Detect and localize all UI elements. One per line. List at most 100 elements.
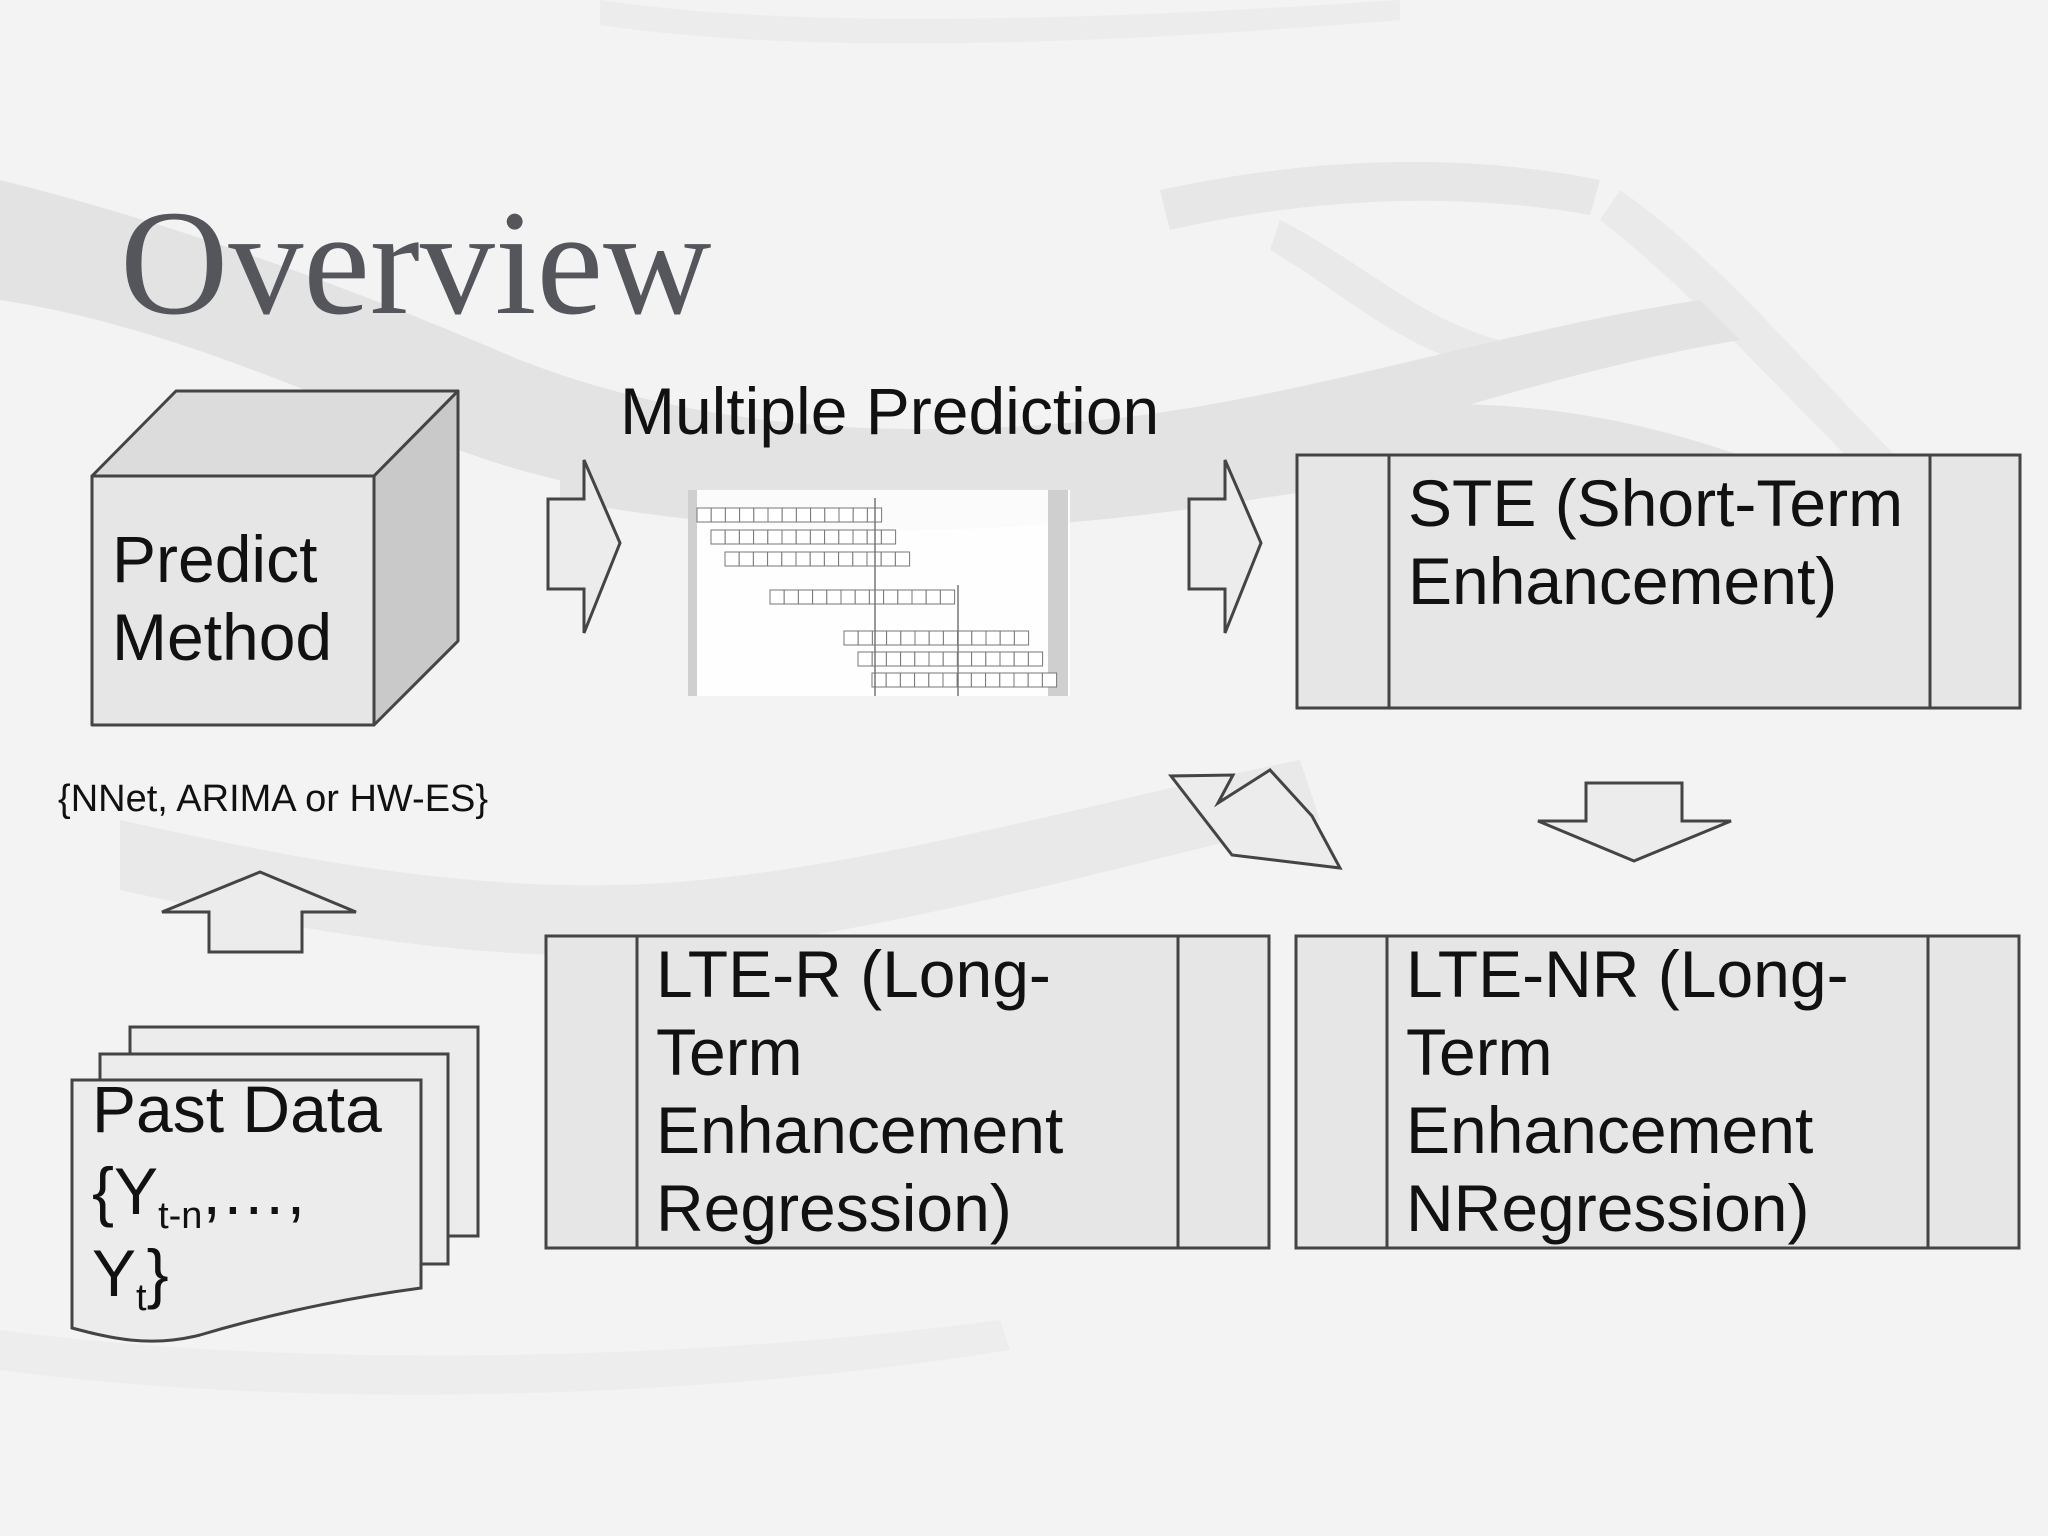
lte-nr-label: LTE-NR (Long-Term Enhancement NRegressio… <box>1406 937 1849 1245</box>
thumbnail-cell <box>956 672 972 688</box>
thumbnail-cell <box>795 507 812 523</box>
thumbnail-cell <box>871 672 887 688</box>
thumbnail-left-bar <box>688 490 697 696</box>
past-data-close: } <box>146 1236 169 1310</box>
thumbnail-grid <box>696 507 1058 688</box>
lte-nr-box <box>1294 934 2021 1250</box>
thumbnail-cell <box>1013 630 1030 646</box>
thumbnail-cell <box>781 507 797 523</box>
thumbnail-cell <box>838 529 854 545</box>
thumbnail-cell <box>781 551 797 567</box>
thumbnail-cell <box>928 651 944 667</box>
past-data-title: Past Data <box>92 1072 382 1146</box>
thumbnail-cell <box>883 589 899 605</box>
thumbnail-cell <box>942 651 958 667</box>
thumbnail-cell <box>767 507 783 523</box>
thumbnail-cell <box>880 551 896 567</box>
methods-note: {NNet, ARIMA or HW-ES} <box>58 778 489 820</box>
thumbnail-cell <box>985 672 1001 688</box>
predict-method-cube <box>90 389 460 727</box>
thumbnail-cell <box>914 651 930 667</box>
thumbnail-cell <box>897 589 913 605</box>
ste-box-frame <box>1295 453 2022 710</box>
thumbnail-cell <box>753 507 769 523</box>
past-data-subscript-1: t-n <box>158 1195 203 1237</box>
predict-method-line-1: Predict <box>112 522 318 596</box>
thumbnail-cell <box>928 630 944 646</box>
multiple-prediction-thumbnail <box>688 490 1070 696</box>
thumbnail-cell <box>809 551 825 567</box>
thumbnail-cell <box>985 630 1001 646</box>
thumbnail-cell <box>840 589 856 605</box>
thumbnail-cell <box>925 589 941 605</box>
thumbnail-cell <box>956 651 973 667</box>
arrow-up-past-data-to-method <box>161 870 357 954</box>
thumbnail-cell <box>854 589 870 605</box>
thumbnail-cell <box>1027 672 1043 688</box>
lte-r-label: LTE-R (Long-Term Enhancement Regression) <box>656 937 1064 1245</box>
thumbnail-cell <box>824 529 840 545</box>
lte-r-box-frame <box>544 934 1271 1250</box>
thumbnail-cell <box>812 589 828 605</box>
thumbnail-cell <box>781 529 797 545</box>
thumbnail-cell <box>767 529 783 545</box>
thumbnail-cell <box>899 672 916 688</box>
thumbnail-cell <box>985 651 1001 667</box>
past-data-ellipsis: ,…, <box>202 1154 306 1228</box>
thumbnail-cell <box>900 630 916 646</box>
thumbnail-cell <box>724 551 740 567</box>
arrow-right-to-multiple-prediction <box>546 459 622 634</box>
thumbnail-cell <box>911 589 927 605</box>
lte-r-box <box>544 934 1271 1250</box>
thumbnail-right-bar <box>1048 490 1068 696</box>
thumbnail-cell <box>894 551 911 567</box>
thumbnail-cell <box>826 589 842 605</box>
thumbnail-cell <box>795 551 811 567</box>
thumbnail-cell <box>885 651 902 667</box>
thumbnail-cell <box>914 630 930 646</box>
thumbnail-cell <box>809 529 826 545</box>
past-data-label: Past Data {Yt-n,…, Yt} <box>92 1068 432 1317</box>
thumbnail-cell <box>852 551 868 567</box>
thumbnail-cell <box>868 589 885 605</box>
thumbnail-cell <box>852 529 868 545</box>
thumbnail-cell <box>838 507 854 523</box>
thumbnail-cell <box>810 507 826 523</box>
past-data-open: {Y <box>92 1154 159 1228</box>
past-data-subscript-2: t <box>136 1277 147 1319</box>
multiple-prediction-label: Multiple Prediction <box>620 374 1160 448</box>
thumbnail-cell <box>857 651 873 667</box>
ste-box <box>1295 453 2022 710</box>
thumbnail-cell <box>939 589 956 605</box>
thumbnail-cell <box>970 672 987 688</box>
arrow-right-to-ste <box>1187 459 1263 634</box>
thumbnail-cell <box>999 651 1015 667</box>
thumbnail-cell <box>999 672 1015 688</box>
thumbnail-cell <box>880 529 897 545</box>
thumbnail-cell <box>971 630 987 646</box>
thumbnail-cell <box>942 630 959 646</box>
thumbnail-cell <box>724 529 740 545</box>
thumbnail-cell <box>724 507 741 523</box>
thumbnail-cell <box>738 529 755 545</box>
arrow-diagonal-to-lte-r <box>1167 768 1343 870</box>
thumbnail-cell <box>738 551 754 567</box>
thumbnail-cell <box>1027 651 1044 667</box>
predict-method-label: Predict Method <box>112 520 362 676</box>
thumbnail-cell <box>914 672 930 688</box>
thumbnail-cell <box>1013 651 1029 667</box>
thumbnail-cell <box>710 529 726 545</box>
thumbnail-cell <box>1013 672 1029 688</box>
thumbnail-cell <box>900 651 916 667</box>
thumbnail-cell <box>769 589 785 605</box>
thumbnail-cell <box>1041 672 1058 688</box>
lte-nr-box-frame <box>1294 934 2021 1250</box>
thumbnail-cell <box>838 551 854 567</box>
thumbnail-cell <box>696 507 712 523</box>
thumbnail-cell <box>999 630 1015 646</box>
thumbnail-cell <box>886 630 902 646</box>
ste-label: STE (Short-Term Enhancement) <box>1408 466 1904 618</box>
thumbnail-cell <box>739 507 755 523</box>
past-data-formula-line-2: Yt} <box>92 1232 432 1317</box>
